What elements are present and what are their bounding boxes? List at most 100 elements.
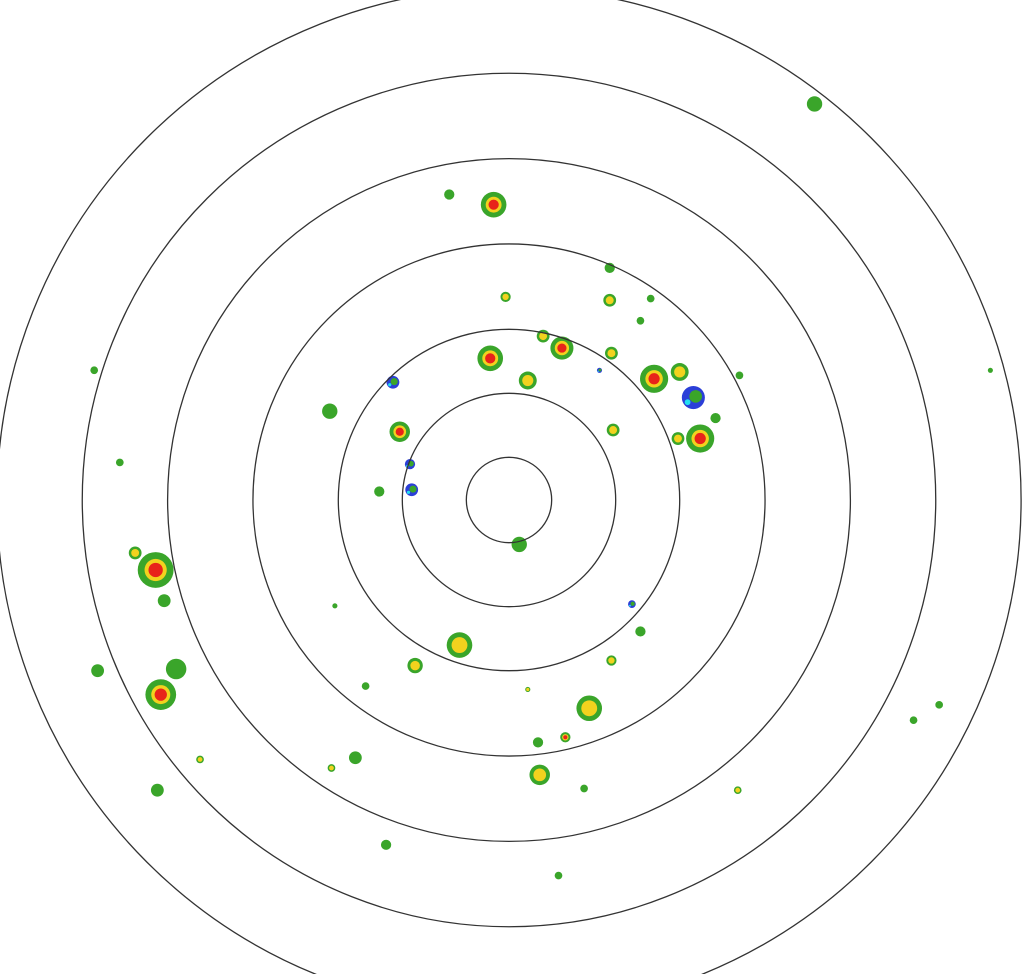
precipitation-echo [525,686,531,693]
echo-cell [90,366,99,375]
range-ring [401,392,617,608]
echo-cell [154,688,167,701]
echo-cell [532,737,544,748]
precipitation-echo [446,632,473,658]
echo-cell [689,390,702,403]
precipitation-echo [529,764,550,786]
echo-cell [607,349,616,358]
echo-cell [148,562,163,578]
echo-cell [806,96,823,112]
echo-cell [684,399,691,406]
echo-cell [395,427,404,436]
echo-cell [131,548,140,557]
precipitation-echo [603,293,617,307]
precipitation-echo [670,363,689,381]
precipitation-echo [157,594,171,608]
precipitation-echo [935,700,944,709]
precipitation-echo [145,679,177,710]
echo-cell [630,601,635,606]
precipitation-echo [606,423,620,437]
precipitation-echo [735,371,744,380]
echo-cell [710,412,721,424]
precipitation-echo [987,367,993,373]
echo-cell [409,485,417,493]
precipitation-echo [606,655,617,666]
precipitation-echo [596,367,603,373]
echo-cell [332,603,338,609]
precipitation-echo [480,191,507,218]
echo-cell [609,426,618,434]
precipitation-echo [628,600,636,608]
precipitation-echo [560,732,571,743]
precipitation-echo [444,189,455,200]
echo-cell [488,199,499,210]
precipitation-echo [636,316,645,325]
echo-cell [197,757,203,762]
echo-cell [329,765,334,771]
precipitation-echo [165,658,187,680]
precipitation-echo [128,546,142,560]
echo-cell [674,366,686,378]
precipitation-echo [532,737,544,748]
precipitation-echo [386,375,400,389]
echo-cell [539,332,548,341]
echo-cell [597,370,599,372]
precipitation-echo [477,345,504,372]
precipitation-echo [671,432,685,445]
echo-cell [165,658,187,680]
precipitation-echo [389,421,410,442]
echo-cell [581,700,598,717]
precipitation-echo [91,664,105,678]
echo-cell [605,296,614,305]
echo-cell [388,383,392,387]
range-ring [465,456,553,544]
echo-cell [522,374,534,387]
precipitation-echo [646,294,655,303]
precipitation-echo [580,784,588,793]
range-ring [337,328,681,672]
range-ring [252,243,766,757]
precipitation-echo [909,716,918,725]
precipitation-echo [511,536,527,553]
precipitation-echo [576,695,603,722]
precipitation-echo [635,626,646,637]
echo-cell [557,343,567,353]
echo-cell [629,604,631,607]
echo-cell [410,660,420,671]
echo-cell [451,637,468,654]
precipitation-echo [605,346,618,360]
precipitation-echo [405,483,419,497]
echo-cell [322,403,338,419]
precipitation-echo [407,657,423,674]
precipitation-echo [806,96,823,112]
precipitation-echo [322,403,338,419]
echo-cell [444,189,455,200]
echo-cell [485,353,496,364]
echo-cell [694,432,706,445]
echo-cell [635,626,646,637]
echo-cell [361,682,370,690]
echo-cell [636,316,645,325]
precipitation-echo [327,764,336,772]
echo-cell [563,735,568,740]
echo-cell [554,871,563,880]
precipitation-echo [550,336,574,360]
echo-cell [348,751,362,765]
echo-cell [674,434,682,443]
echo-cell [987,367,993,373]
precipitation-echo [500,291,511,302]
precipitation-echo [361,682,370,690]
echo-layer [90,96,993,880]
echo-cell [580,784,588,793]
echo-cell [406,490,411,494]
precipitation-echo [348,751,362,765]
precipitation-echo [150,783,164,797]
precipitation-echo [681,386,705,410]
echo-cell [91,664,105,678]
precipitation-echo [380,839,392,850]
precipitation-echo [115,458,124,467]
precipitation-echo [710,412,721,424]
